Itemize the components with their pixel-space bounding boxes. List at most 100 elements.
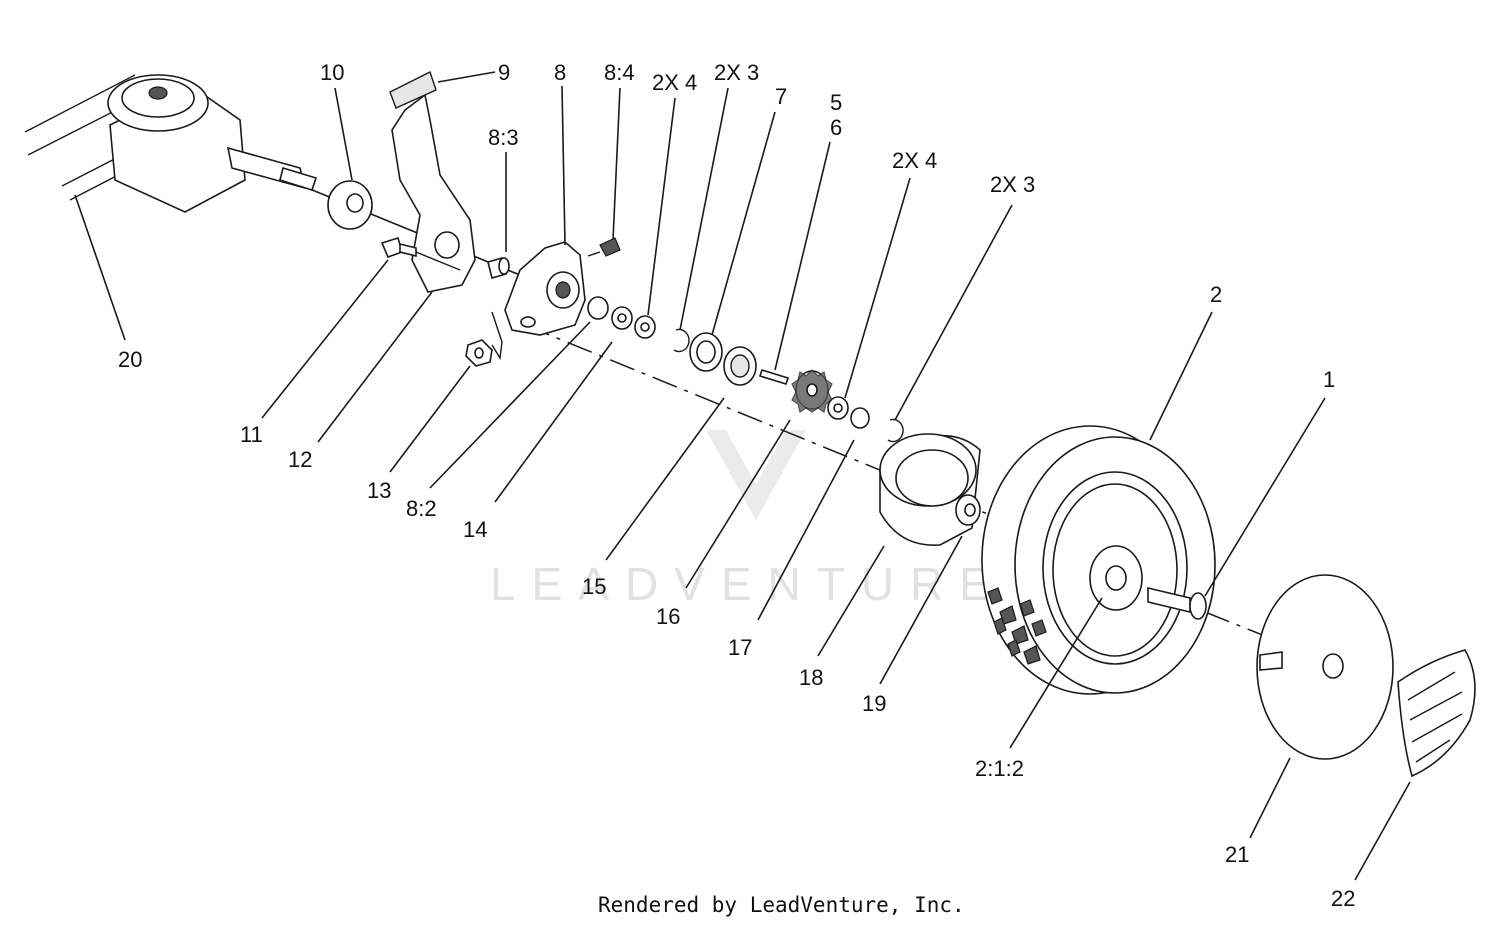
grease-fitting-part [587, 237, 621, 257]
bushing-part [487, 257, 510, 279]
key-pin [758, 369, 790, 385]
callout-6: 6 [830, 115, 842, 140]
plate-hole [1322, 653, 1344, 679]
leader-12 [317, 291, 433, 443]
bearing-inner [730, 354, 750, 378]
callout-2x4-b: 2X 4 [892, 148, 937, 173]
fitting-stem [587, 251, 601, 257]
pulley-nut [148, 86, 168, 100]
pivot-bearing-inner [555, 281, 571, 299]
tread-block [993, 617, 1007, 635]
callout-19: 19 [862, 691, 886, 716]
callout-2x3-a: 2X 3 [714, 60, 759, 85]
leader-8-2 [429, 321, 591, 489]
leader-6 [774, 141, 831, 371]
leader-2x3-a [679, 87, 729, 331]
watermark: LEADVENTURE [490, 430, 990, 610]
ring-7-inner [696, 340, 716, 364]
leader-11 [261, 259, 389, 419]
callout-8-3: 8:3 [488, 125, 519, 150]
axle-shank [1147, 586, 1191, 614]
leader-13 [389, 365, 471, 473]
zigzag-line [491, 311, 503, 361]
washer-hole [346, 193, 364, 213]
washer-stack-part [587, 296, 690, 353]
bracket-hole [434, 231, 460, 259]
leader-15 [605, 397, 725, 561]
callout-7: 7 [775, 84, 787, 109]
callout-14: 14 [463, 517, 487, 542]
bracket-plate [391, 93, 476, 293]
e-clip-b [887, 418, 904, 443]
spacer-a [587, 296, 609, 320]
callout-2-1-2: 2:1:2 [975, 756, 1024, 781]
washer-a-hole [617, 313, 627, 323]
callout-21: 21 [1225, 842, 1249, 867]
bolt-axis [415, 251, 461, 271]
leader-7 [711, 111, 776, 336]
axle-head [1189, 592, 1207, 620]
leader-10 [334, 87, 353, 181]
leader-8-4 [612, 87, 621, 241]
outer-washer-stack-part [827, 396, 904, 443]
callout-12: 12 [288, 447, 312, 472]
cup-inner [895, 449, 969, 507]
leader-17 [757, 439, 855, 621]
leader-2x4-a [647, 97, 676, 316]
callout-13: 13 [367, 478, 391, 503]
wheel-hub-hole [1105, 565, 1127, 591]
leader-19 [879, 535, 963, 685]
wheel-part [981, 425, 1216, 695]
footer-credit: Rendered by LeadVenture, Inc. [598, 893, 965, 917]
callout-2: 2 [1210, 282, 1222, 307]
callout-20: 20 [118, 347, 142, 372]
pivot-bracket-part [504, 241, 586, 336]
thrust-washer-part [327, 180, 373, 230]
tread-block [1007, 639, 1021, 657]
height-bracket-part [389, 71, 476, 293]
callout-10: 10 [320, 60, 344, 85]
nut-part [465, 339, 493, 367]
frame-rail [24, 74, 206, 201]
hubcap-part [1397, 649, 1476, 778]
pivot-plate [504, 241, 586, 336]
callout-5: 5 [830, 90, 842, 115]
watermark-logo [706, 430, 806, 520]
leader-2-1-2 [1009, 597, 1103, 749]
hub-washer-hole [964, 503, 976, 517]
leader-lines [74, 71, 1411, 881]
cap-stripes [1407, 671, 1463, 763]
shaft-key [279, 166, 318, 191]
tread-block [987, 587, 1003, 605]
cap-body [1397, 649, 1476, 778]
plate-tab [1259, 651, 1283, 671]
e-clip-a [673, 328, 690, 353]
axle-bolt-part [1147, 586, 1207, 620]
callout-16: 16 [656, 604, 680, 629]
drive-cup-part [879, 433, 981, 546]
callout-15: 15 [582, 574, 606, 599]
hubcap-plate-part [1256, 574, 1394, 760]
tread-pattern [987, 587, 1047, 665]
bracket-handle [389, 71, 437, 109]
pinion-gear-part [791, 369, 833, 413]
callout-8-4: 8:4 [604, 60, 635, 85]
leader-22 [1354, 781, 1411, 881]
leader-16 [685, 419, 791, 589]
callout-17: 17 [728, 635, 752, 660]
callout-9: 9 [498, 60, 510, 85]
bolt-shank [399, 242, 417, 258]
bearing-part [689, 332, 790, 386]
leader-8 [561, 85, 566, 246]
callout-8: 8 [554, 60, 566, 85]
pivot-hole [520, 316, 536, 328]
bolt-part [380, 236, 461, 271]
leader-2x4-b [844, 177, 911, 399]
hub-washer-part [955, 494, 981, 526]
tread-block [1019, 599, 1035, 617]
leader-18 [817, 545, 885, 657]
washer-c-hole [833, 403, 843, 413]
leader-9 [437, 71, 496, 83]
tread-block [1031, 619, 1047, 637]
